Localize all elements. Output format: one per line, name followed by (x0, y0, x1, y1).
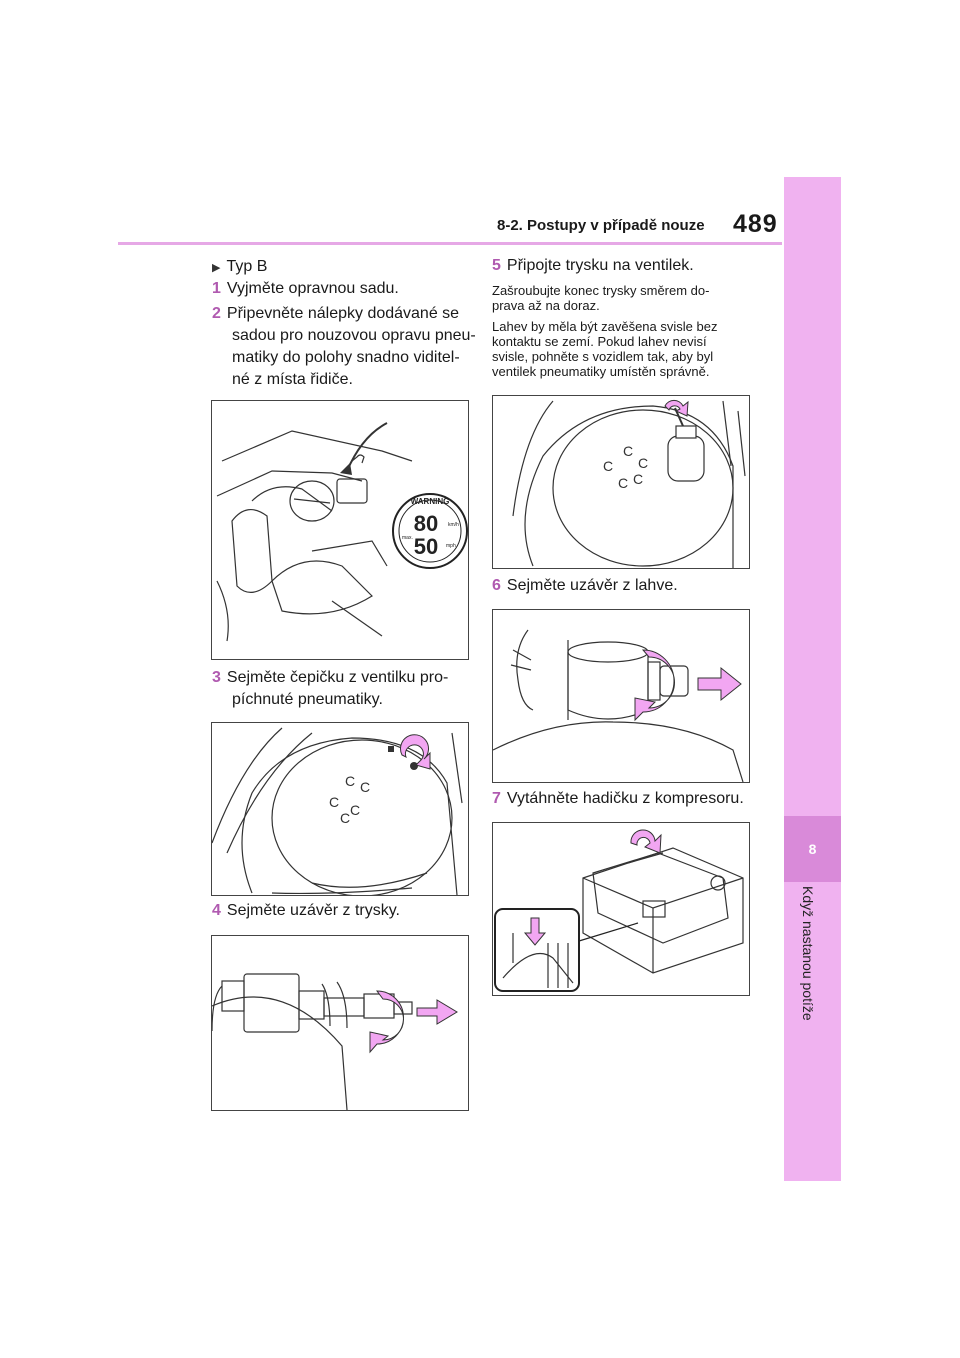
sticker-icon (392, 493, 468, 569)
step-2-line: matiky do polohy snadno viditel- (232, 349, 460, 366)
chapter-number: 8 (808, 841, 817, 857)
nozzle-illustration (212, 973, 458, 1110)
triangle-bullet-icon: ▶ (212, 262, 221, 274)
sticker-mph-value: 50 (414, 534, 438, 559)
page-number: 489 (733, 210, 778, 238)
step-number: 4 (212, 902, 221, 919)
figure-interior-sticker: WARNING 80 50 km/h mph max. (211, 400, 469, 660)
step-3-line: píchnuté pneumatiky. (232, 691, 383, 708)
note-1-line: Zašroubujte konec trysky směrem do- (492, 283, 710, 298)
rotate-arrow-icon (634, 649, 675, 722)
sticker-kmh-value: 80 (414, 511, 438, 536)
sticker-warning-text: WARNING (411, 497, 450, 506)
type-label: ▶Typ B (212, 258, 268, 275)
step-2-line: né z místa řidiče. (232, 371, 353, 388)
step-text: Vyjměte opravnou sadu. (226, 280, 399, 297)
step-6: 6 Sejměte uzávěr z lahve. (492, 575, 678, 597)
interior-illustration: WARNING 80 50 km/h mph max. (216, 422, 468, 642)
figure-nozzle-cap (211, 935, 469, 1111)
step-text: Připojte trysku na ventilek. (506, 257, 694, 274)
step-number: 1 (212, 280, 221, 297)
figure-bottle-cap (492, 609, 750, 783)
sticker-max-label: max. (402, 535, 413, 541)
chapter-title: Když nastanou potíže (800, 886, 816, 1021)
step-text: Sejměte uzávěr z lahve. (506, 577, 678, 594)
sticker-kmh-unit: km/h (448, 522, 459, 528)
note-2-line: ventilek pneumatiky umístěn správně. (492, 364, 710, 379)
step-4: 4 Sejměte uzávěr z trysky. (212, 900, 400, 922)
note-2-line: Lahev by měla být zavěšena svisle bez (492, 319, 718, 334)
step-text: Sejměte uzávěr z trysky. (226, 902, 400, 919)
figure-compressor-hose (492, 822, 750, 996)
chapter-side-tab (784, 177, 841, 1181)
step-5: 5 Připojte trysku na ventilek. (492, 255, 694, 277)
step-text: Vytáhněte hadičku z kompresoru. (506, 790, 744, 807)
note-2-line: svisle, pohněte s vozidlem tak, aby byl (492, 349, 714, 364)
svg-text:C: C (623, 443, 633, 459)
svg-text:C: C (360, 779, 370, 795)
note-1-line: prava až na doraz. (492, 298, 600, 313)
chapter-title-vertical: Když nastanou potíže (788, 886, 838, 1086)
step-number: 5 (492, 257, 501, 274)
bottle-wheel-illustration: CC CC C (512, 399, 746, 568)
header-rule (118, 242, 782, 245)
push-arrow-icon (523, 917, 547, 946)
rotate-arrow-icon (400, 734, 431, 770)
step-2: 2 Připevněte nálepky dodávané se (212, 303, 459, 325)
compressor-illustration (494, 829, 744, 992)
step-number: 3 (212, 669, 221, 686)
rotate-arrow-icon (664, 399, 689, 417)
chapter-number-tab: 8 (784, 816, 841, 882)
svg-text:C: C (603, 458, 613, 474)
svg-text:C: C (638, 455, 648, 471)
step-number: 6 (492, 577, 501, 594)
sticker-mph-unit: mph (446, 543, 456, 549)
svg-text:C: C (340, 810, 350, 826)
svg-text:C: C (350, 802, 360, 818)
step-2-line: sadou pro nouzovou opravu pneu- (232, 327, 476, 344)
rotate-arrow-icon (369, 990, 404, 1054)
step-3: 3 Sejměte čepičku z ventilku pro- (212, 667, 448, 689)
pull-arrow-icon (416, 999, 458, 1025)
pull-arrow-icon (697, 666, 742, 702)
section-title: 8-2. Postupy v případě nouze (497, 217, 705, 234)
step-1: 1 Vyjměte opravnou sadu. (212, 278, 399, 300)
svg-text:C: C (633, 471, 643, 487)
step-number: 2 (212, 305, 221, 322)
step-number: 7 (492, 790, 501, 807)
svg-text:C: C (618, 475, 628, 491)
bottle-cap-illustration (493, 629, 744, 782)
step-text: Připevněte nálepky dodávané se (226, 305, 460, 322)
svg-text:C: C (329, 794, 339, 810)
rotate-arrow-icon (630, 829, 662, 854)
note-2-line: kontaktu se zemí. Pokud lahev nevisí (492, 334, 707, 349)
svg-text:C: C (345, 773, 355, 789)
step-7: 7 Vytáhněte hadičku z kompresoru. (492, 788, 744, 810)
step-text: Sejměte čepičku z ventilku pro- (226, 669, 449, 686)
